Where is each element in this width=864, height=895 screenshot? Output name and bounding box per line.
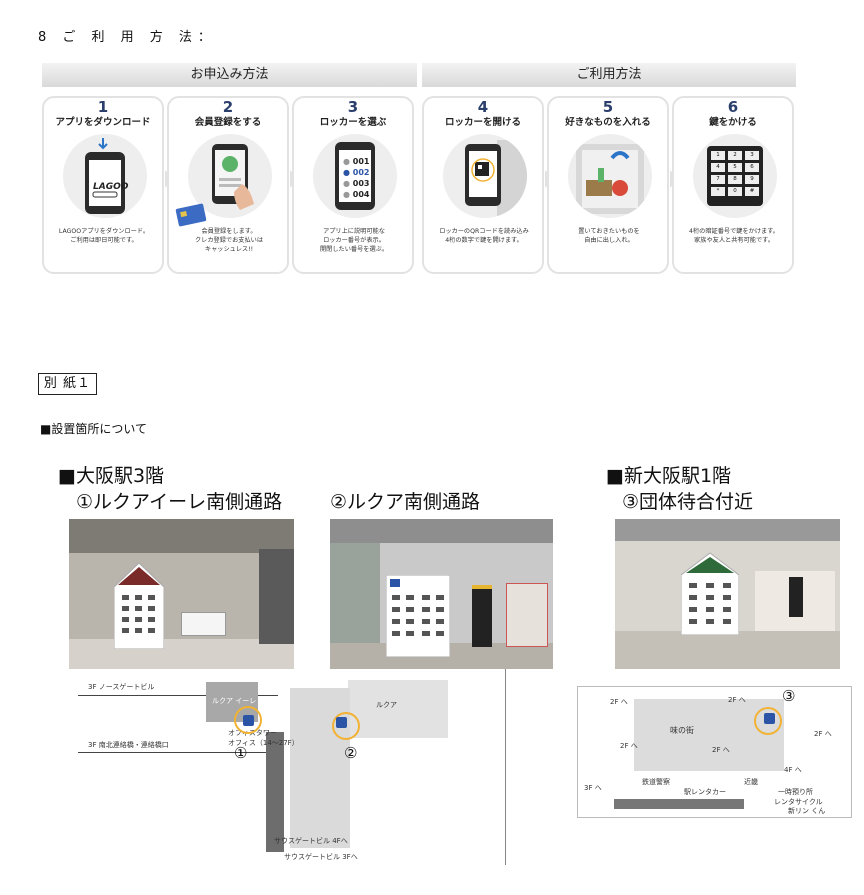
divider [505,669,506,865]
step-number: 4 [477,98,489,116]
shinosaka-station-map: 味の街 2F へ 2F へ 2F へ 2F へ 2F へ 3F へ 4F へ 鉄… [577,686,852,818]
step-number: 3 [347,98,359,116]
step-number: 1 [97,98,109,116]
step-title: アプリをダウンロード [55,117,151,128]
register-illustration [188,134,272,218]
apply-band: お申込み方法 [42,63,417,87]
step-description: 置いておきたいものを 自由に出し入れ。 [578,228,640,244]
locker-icon [243,715,254,726]
step-number: 6 [727,98,739,116]
app-logo: LAGOO [93,182,129,192]
use-band: ご利用方法 [422,63,796,87]
locker-icon [764,713,775,724]
marker-1-number: ① [234,744,248,762]
lock-keypad-illustration: 1 2 3 4 5 6 7 8 9 * 0 # [693,134,777,218]
step-title: ロッカーを選ぶ [319,117,387,128]
location-1-marker [234,706,262,734]
download-illustration: LAGOO [63,134,147,218]
locker-number-list: ● 001 ● 002 ● 003 ● 004 [343,157,370,199]
step-number: 5 [602,98,614,116]
marker-2-number: ② [344,744,358,762]
location-3-marker [754,707,782,735]
locker-icon [336,717,347,728]
phone-list-icon [335,142,375,210]
north-gate-label: 3F ノースゲートビル [88,683,155,691]
step-card-2: 2 会員登録をする 会員登録をします。 クレカ登録でお支払いは キャッシュレス!… [167,96,289,274]
lucua-block: ルクア [348,680,448,738]
step-description: ロッカーのQRコードを読み込み 4桁の数字で鍵を開けます。 [439,228,529,244]
appendix-label: 別 紙１ [38,373,97,395]
step-description: アプリ上に説明可能な ロッカー番号が表示。 開閉したい番号を選ぶ。 [319,228,389,253]
step-title: 会員登録をする [194,117,262,128]
locker-board-icon [114,562,164,649]
escalator-block [266,732,284,852]
step-title: 好きなものを入れる [565,117,651,128]
step-title: ロッカーを開ける [444,117,521,128]
step-description: LAGOOアプリをダウンロード。 ご利用は即日可能です。 [58,228,150,244]
south-gate-4f-label: サウスゲートビル 4Fへ [274,837,348,845]
osaka-heading: ■大阪駅3階 [58,465,165,487]
locker-board-icon [386,575,450,657]
items-icon [576,144,644,214]
phone-qr-icon [465,140,527,218]
locker-board-icon [681,552,739,635]
phone-download-icon [85,138,125,214]
osaka-station-map: 3F ノースゲートビル 3F 南北連絡橋・連絡橋口 ルクア イーレ ルクア オフ… [78,672,503,867]
sign-stand-icon [472,585,492,647]
step-card-1: 1 アプリをダウンロード LAGOO LAGOOアプリをダウンロード。 ご利用は… [42,96,164,274]
south-gate-3f-label: サウスゲートビル 3Fへ [284,853,358,861]
location-3-photo [615,519,840,669]
choose-locker-illustration: ● 001 ● 002 ● 003 ● 004 [313,134,397,218]
step-card-4: 4 ロッカーを開ける ロッカーのQRコードを読み込み 4桁の数字で鍵を開けます。 [422,96,544,274]
credit-card-icon [175,203,207,227]
step-number: 2 [222,98,234,116]
open-locker-illustration [443,134,527,218]
step-description: 4桁の暗証番号で鍵をかけます。 家族や友人と共有可能です。 [689,228,779,244]
location-2-label: ②ルクア南側通路 [330,491,481,513]
street-label: 味の街 [670,726,694,735]
coin-locker-icon [755,571,835,631]
track-strip [614,799,744,809]
marker-3-number: ③ [782,687,796,705]
coin-locker-icon [506,583,548,647]
location-3-label: ③団体待合付近 [622,491,754,513]
phone-register-icon [212,144,254,210]
shinosaka-heading: ■新大阪駅1階 [606,465,732,487]
step-card-3: 3 ロッカーを選ぶ ● 001 ● 002 ● 003 ● 004 アプリ上に説… [292,96,414,274]
bridge-label: 3F 南北連絡橋・連絡橋口 [88,741,169,749]
install-heading: ■設置箇所について [40,422,147,436]
usage-heading: 8 ご 利 用 方 法： [38,30,217,45]
location-2-marker [332,712,360,740]
lucua-ile-block: ルクア イーレ [206,682,258,722]
keypad-icon: 1 2 3 4 5 6 7 8 9 * 0 # [707,146,763,206]
step-description: 会員登録をします。 クレカ登録でお支払いは キャッシュレス!! [194,228,264,253]
location-2-photo [330,519,553,669]
step-card-5: 5 好きなものを入れる 置いておきたいものを 自由に出し入れ。 [547,96,669,274]
step-title: 鍵をかける [709,117,757,128]
step-card-6: 6 鍵をかける 1 2 3 4 5 6 7 8 9 * 0 # 4桁の暗証番号で… [672,96,794,274]
location-1-photo [69,519,294,669]
location-1-label: ①ルクアイーレ南側通路 [76,491,283,513]
store-items-illustration [568,134,652,218]
